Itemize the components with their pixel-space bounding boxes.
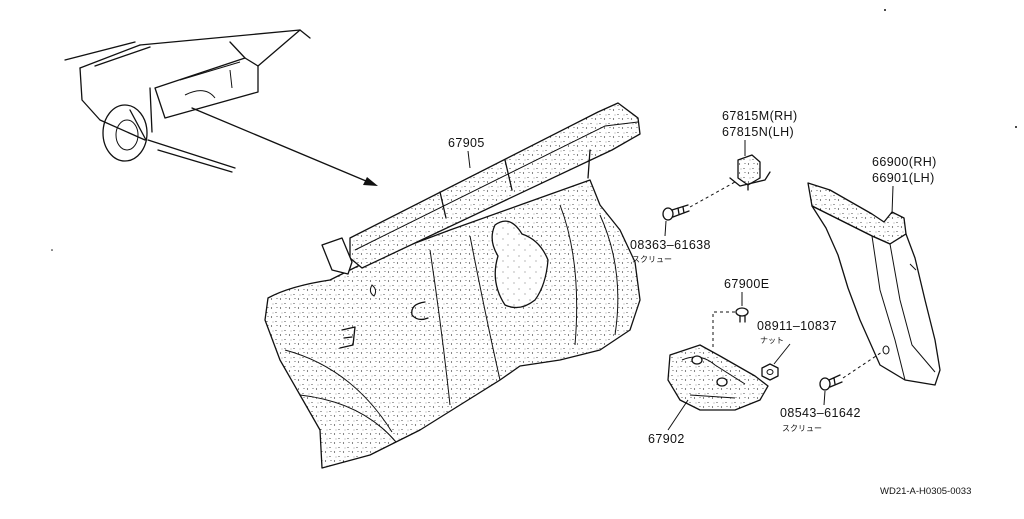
clip-67900e bbox=[712, 307, 749, 348]
screw-upper-head bbox=[662, 207, 674, 221]
front-wheel bbox=[102, 104, 148, 162]
drawing-code: WD21-A-H0305-0033 bbox=[880, 486, 971, 497]
leader-trim bbox=[891, 185, 894, 215]
stray-mark bbox=[1015, 126, 1017, 128]
leader-screw-lower bbox=[823, 390, 826, 406]
front-wheel-hub bbox=[115, 119, 139, 151]
label-nut: 08911–10837 bbox=[757, 319, 837, 333]
side-trim-tab bbox=[909, 263, 917, 271]
bracket-hole-lower bbox=[716, 377, 728, 387]
bracket-hole-upper bbox=[691, 355, 703, 365]
label-screw-lower: 08543–61642 bbox=[780, 406, 861, 420]
part-labels: 67905 67815M(RH) 67815N(LH) 66900(RH) 66… bbox=[448, 109, 971, 497]
bed-line bbox=[129, 109, 236, 173]
label-retainer-lh: 67815N(LH) bbox=[722, 125, 794, 139]
panel-mark-left bbox=[339, 326, 356, 349]
panel-cutout bbox=[491, 220, 549, 309]
panel-mark-hole bbox=[369, 284, 377, 297]
door-line bbox=[149, 87, 153, 133]
roof-pillar-line bbox=[229, 29, 301, 67]
side-trim-hole bbox=[882, 345, 890, 355]
screw-lower-head bbox=[819, 377, 831, 391]
bracket bbox=[667, 344, 769, 411]
screw-lower-shaft bbox=[828, 374, 843, 388]
clip-guide bbox=[712, 311, 735, 348]
label-panel: 67905 bbox=[448, 136, 485, 150]
rear-panel-insulator bbox=[264, 102, 641, 469]
leader-screw-upper bbox=[664, 220, 667, 237]
location-arrow-shaft bbox=[191, 107, 367, 182]
label-clip: 67900E bbox=[724, 277, 770, 291]
windshield-line bbox=[79, 44, 151, 69]
stray-marks bbox=[51, 9, 1017, 251]
nut-hex bbox=[761, 363, 779, 381]
vehicle-location-sketch bbox=[64, 29, 378, 186]
leader-nut bbox=[773, 343, 791, 365]
panel-seam bbox=[284, 204, 619, 443]
stray-mark bbox=[884, 9, 886, 11]
panel-rail-notch bbox=[439, 149, 591, 219]
side-trim-fold bbox=[871, 235, 936, 381]
screw-upper-guide bbox=[689, 181, 736, 208]
clip-head bbox=[735, 307, 749, 317]
screw-upper bbox=[662, 181, 736, 221]
note-screw-lower: スクリュー bbox=[782, 424, 822, 433]
label-screw-upper: 08363–61638 bbox=[630, 238, 711, 252]
bracket-body bbox=[667, 344, 769, 411]
retainer-clip bbox=[729, 154, 771, 191]
location-arrow-head bbox=[363, 177, 378, 186]
cab-front-line bbox=[79, 67, 146, 141]
stray-mark bbox=[51, 249, 53, 251]
nut-bore bbox=[766, 369, 774, 375]
cab-rear-wall bbox=[154, 57, 259, 119]
nut bbox=[761, 363, 779, 381]
screw-upper-shaft bbox=[671, 204, 690, 218]
note-screw-upper: スクリュー bbox=[632, 255, 672, 264]
screw-lower bbox=[819, 351, 883, 391]
side-trim bbox=[807, 182, 941, 386]
note-nut: ナット bbox=[760, 336, 784, 345]
screw-lower-guide bbox=[842, 351, 883, 379]
label-trim-rh: 66900(RH) bbox=[872, 155, 937, 169]
retainer-clip-base bbox=[729, 171, 771, 191]
label-retainer-rh: 67815M(RH) bbox=[722, 109, 798, 123]
label-trim-lh: 66901(LH) bbox=[872, 171, 935, 185]
clip-stem bbox=[739, 315, 746, 323]
label-bracket: 67902 bbox=[648, 432, 685, 446]
cab-rear-wall-detail bbox=[179, 61, 241, 99]
panel-top-rail-edge bbox=[354, 121, 639, 251]
side-trim-body bbox=[811, 205, 941, 386]
leader-bracket bbox=[667, 399, 689, 431]
panel-body bbox=[264, 179, 641, 469]
hood-line bbox=[64, 41, 136, 61]
retainer-clip-body bbox=[737, 154, 761, 186]
panel-rail-end-flap bbox=[321, 237, 353, 275]
panel-mark-center bbox=[411, 301, 429, 321]
leader-lines bbox=[467, 140, 894, 431]
leader-panel bbox=[467, 150, 471, 169]
